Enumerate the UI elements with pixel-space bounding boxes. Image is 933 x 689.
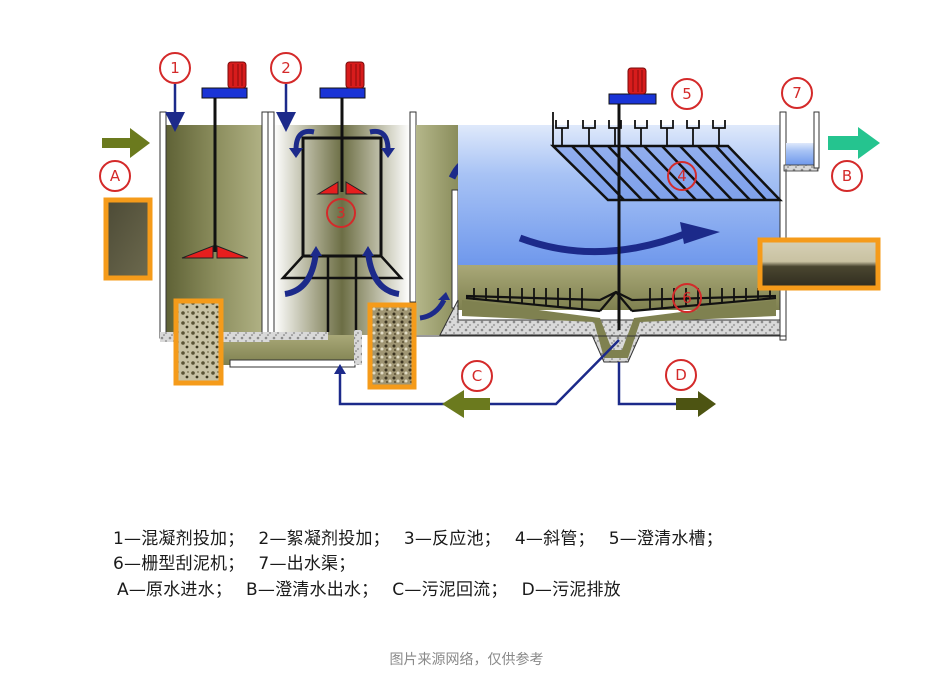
scraper-motor (608, 67, 657, 105)
clarifier-flow-arrow (518, 222, 720, 256)
marker-1: 1 (159, 52, 191, 84)
clarified-water-outlet-arrow (828, 127, 880, 159)
sludge-discharge-pipe (617, 362, 680, 406)
outlet-channel (783, 111, 820, 172)
marker-a: A (99, 160, 131, 192)
legend-item-c: C—污泥回流； (392, 580, 508, 600)
mixer-motor-2 (319, 61, 366, 99)
legend-row-1: 1—混凝剂投加； 2—絮凝剂投加； 3—反应池； 4—斜管； 5—澄清水槽； (113, 524, 737, 549)
reaction-floc-photo (367, 302, 417, 390)
svg-text:A: A (110, 167, 121, 185)
svg-text:B: B (842, 167, 852, 185)
raw-water-photo (103, 197, 153, 281)
inclined-tubes (549, 144, 783, 202)
svg-text:5: 5 (682, 85, 692, 103)
sludge-discharge-arrow (676, 391, 716, 417)
legend-item-b: B—澄清水出水； (246, 580, 379, 600)
clarifier-diagram: 1 2 3 4 5 6 7 A B C D (99, 52, 881, 418)
marker-5: 5 (671, 78, 703, 110)
legend-row-2: 6—栅型刮泥机； 7—出水渠； (113, 549, 369, 574)
marker-6: 6 (672, 283, 702, 313)
marker-c: C (461, 360, 493, 392)
reaction-tank (267, 98, 417, 339)
sludge-return-arrow (442, 390, 490, 418)
marker-d: D (665, 359, 697, 391)
legend-item-6: 6—栅型刮泥机； (113, 554, 245, 574)
marker-4: 4 (667, 161, 697, 191)
raw-water-inlet-arrow (102, 128, 150, 158)
marker-b: B (831, 160, 863, 192)
marker-3: 3 (326, 198, 356, 228)
svg-text:D: D (675, 366, 687, 384)
svg-text:1: 1 (170, 59, 180, 77)
svg-text:6: 6 (682, 289, 692, 307)
legend-item-d: D—污泥排放 (521, 580, 621, 600)
legend-item-5: 5—澄清水槽； (608, 529, 723, 549)
legend-item-a: A—原水进水； (117, 580, 233, 600)
clarified-water-troughs (552, 112, 728, 147)
legend-item-2: 2—絮凝剂投加； (258, 529, 390, 549)
legend-row-3: A—原水进水； B—澄清水出水； C—污泥回流； D—污泥排放 (117, 575, 635, 600)
mixer-motor-1 (201, 61, 248, 99)
grid-scraper (465, 288, 777, 313)
image-source-caption: 图片来源网络，仅供参考 (389, 652, 544, 668)
legend-item-7: 7—出水渠； (258, 554, 356, 574)
marker-7: 7 (781, 77, 813, 109)
svg-text:4: 4 (677, 167, 687, 185)
settled-sludge-photo (757, 237, 881, 291)
svg-text:2: 2 (281, 59, 291, 77)
svg-text:3: 3 (336, 204, 346, 222)
legend-item-1: 1—混凝剂投加； (113, 529, 245, 549)
recirc-pipe-arrowhead (334, 364, 346, 374)
marker-2: 2 (270, 52, 302, 84)
legend-item-3: 3—反应池； (403, 529, 501, 549)
svg-text:7: 7 (792, 84, 802, 102)
mixing-floc-photo (173, 298, 224, 386)
svg-text:C: C (472, 367, 482, 385)
legend-item-4: 4—斜管； (514, 529, 595, 549)
